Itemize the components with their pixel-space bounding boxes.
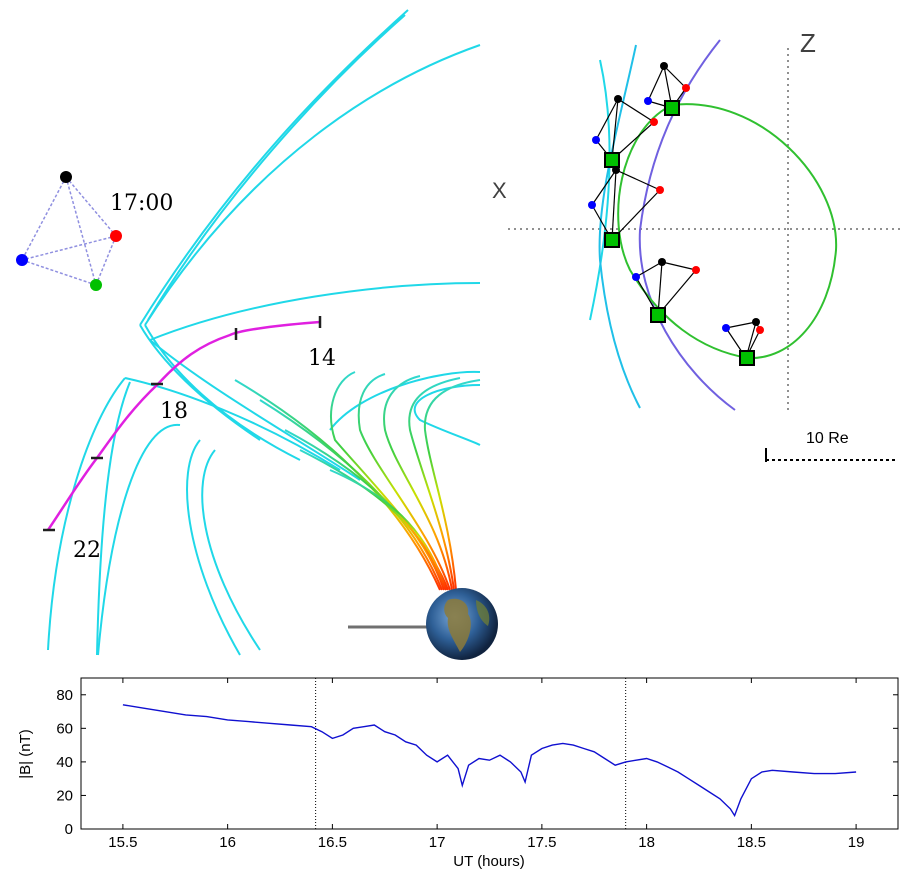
field-line (147, 14, 406, 321)
earth-land (476, 600, 490, 626)
field-line (201, 449, 261, 651)
chart-series (122, 704, 857, 818)
field-line (144, 324, 301, 461)
y-tick-label: 20 (56, 787, 73, 804)
chart-ylabel: |B| (nT) (17, 729, 34, 778)
field-line (284, 429, 445, 591)
orbit-tick-label-14: 14 (308, 346, 336, 371)
y-tick-label: 0 (65, 821, 73, 838)
earth-land (444, 598, 471, 652)
spacecraft-2-marker (650, 118, 658, 126)
chart-vertical-markers (315, 678, 627, 829)
chart-ticks: 15.5 16 16.5 17 17.5 18 18.5 19 0 20 40 60 80 (56, 678, 898, 851)
orbit-track (46, 320, 321, 531)
open-field-lines (47, 9, 611, 656)
field-line (97, 423, 181, 656)
scale-bar: 10 Re (765, 430, 898, 462)
y-tick-label: 80 (56, 687, 73, 704)
field-line (124, 377, 341, 471)
field-line (47, 377, 126, 651)
x-tick-label: 16.5 (318, 834, 347, 851)
field-line (589, 59, 611, 321)
magnetopause-line (598, 44, 641, 409)
tetrahedron-diagram: 17:00 (16, 171, 173, 291)
x-tick-label: 17.5 (527, 834, 556, 851)
field-line (149, 339, 361, 481)
spacecraft-3-marker (739, 350, 755, 366)
magnetopause-line-purple (638, 39, 736, 411)
inset-axis-x-label: X (492, 178, 507, 203)
field-line (149, 282, 481, 341)
spacecraft-1-marker (658, 258, 666, 266)
field-line (144, 44, 481, 326)
spacecraft-orbit: 14 18 22 (43, 316, 336, 563)
chart-frame (80, 677, 899, 830)
field-line (259, 399, 443, 591)
field-line (357, 373, 451, 591)
spacecraft-3-marker (604, 232, 620, 248)
spacecraft-4-marker (644, 97, 652, 105)
field-line (329, 469, 447, 591)
spacecraft-4-marker (588, 201, 596, 209)
spacecraft-2-marker (692, 266, 700, 274)
inset-axis-z-label: Z (800, 28, 816, 58)
field-line (299, 449, 447, 591)
field-line (423, 379, 481, 591)
field-line (383, 375, 453, 591)
earth (348, 588, 498, 660)
spacecraft-3-marker (664, 100, 680, 116)
spacecraft-3-marker (650, 307, 666, 323)
x-tick-label: 18.5 (737, 834, 766, 851)
closed-field-line-fan (234, 371, 481, 591)
spacecraft-2-marker (756, 326, 764, 334)
spacecraft-4-marker (592, 136, 600, 144)
x-tick-label: 19 (848, 834, 865, 851)
b-magnitude-line (122, 704, 857, 818)
tetrahedron-time-label: 17:00 (110, 191, 173, 216)
inset-spacecraft-markers (588, 62, 764, 366)
spacecraft-1-marker (752, 318, 760, 326)
field-line (96, 381, 131, 656)
chart-xlabel: UT (hours) (453, 853, 524, 870)
spacecraft-2-marker (682, 84, 690, 92)
spacecraft-1-marker (614, 95, 622, 103)
b-magnitude-chart: 15.5 16 16.5 17 17.5 18 18.5 19 0 20 40 60 80 |B| (n… (17, 677, 899, 870)
field-line (186, 439, 241, 656)
field-line (408, 377, 461, 591)
x-tick-label: 17 (429, 834, 446, 851)
spacecraft-4-marker (632, 273, 640, 281)
spacecraft-3-marker (604, 152, 620, 168)
spacecraft-4-dot (16, 254, 28, 266)
scale-bar-label: 10 Re (806, 430, 849, 447)
y-tick-label: 60 (56, 720, 73, 737)
spacecraft-1-dot (60, 171, 72, 183)
spacecraft-4-marker (722, 324, 730, 332)
x-tick-label: 18 (638, 834, 655, 851)
field-line (139, 9, 409, 326)
x-tick-label: 15.5 (108, 834, 137, 851)
spacecraft-1-marker (660, 62, 668, 70)
field-line (330, 371, 449, 591)
orbit-tick-label-22: 22 (73, 538, 101, 563)
spacecraft-3-dot (90, 279, 102, 291)
field-line-panel: 14 18 22 17:00 (16, 9, 611, 660)
spacecraft-2-dot (110, 230, 122, 242)
field-line (139, 324, 261, 441)
field-line (413, 384, 481, 446)
x-tick-label: 16 (219, 834, 236, 851)
inset-projection-panel: Z X (492, 28, 900, 462)
spacecraft-1-marker (612, 166, 620, 174)
spacecraft-2-marker (656, 186, 664, 194)
orbit-tick-label-18: 18 (160, 399, 188, 424)
y-tick-label: 40 (56, 754, 73, 771)
